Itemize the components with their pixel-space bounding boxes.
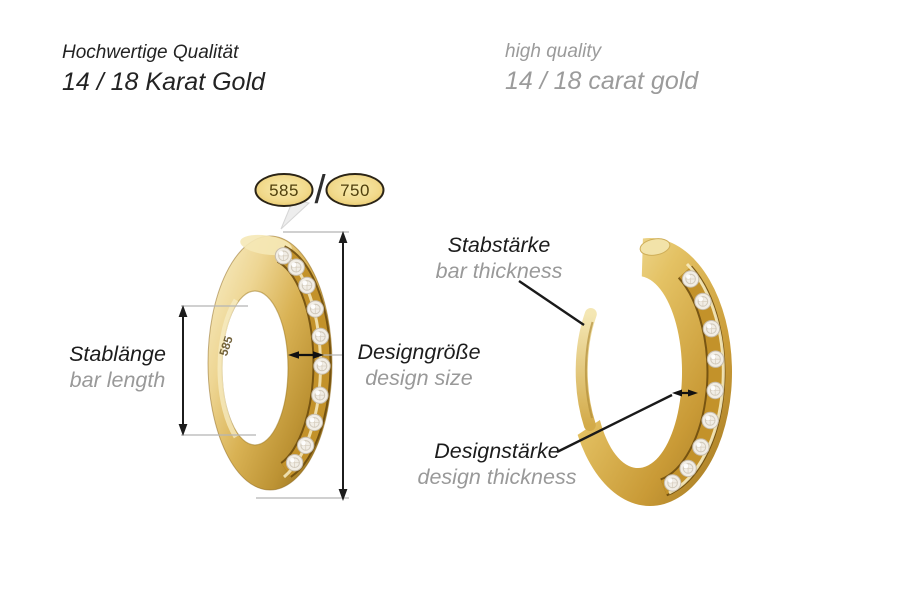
label-design-size-en: design size xyxy=(365,366,473,390)
band-thickness-arrow-right xyxy=(313,351,324,359)
left-earring-inner-edge xyxy=(221,290,289,446)
right-earring-bar-seam xyxy=(584,321,594,419)
band-thickness-annotation xyxy=(288,351,342,359)
design-size-dimension xyxy=(256,231,349,501)
right-earring-bar xyxy=(575,308,597,431)
heading-german: Hochwertige Qualität 14 / 18 Karat Gold xyxy=(62,42,265,97)
heading-english-quality: high quality xyxy=(505,41,602,62)
heading-english-karat: 14 / 18 carat gold xyxy=(505,67,699,95)
design-size-arrow-up xyxy=(338,231,348,243)
label-design-thickness-en: design thickness xyxy=(417,465,577,489)
purity-badge-585 xyxy=(254,173,314,207)
design-thickness-arrow-left xyxy=(672,389,682,397)
label-design-thickness-de: Designstärke xyxy=(434,439,560,463)
label-bar-thickness-de: Stabstärke xyxy=(447,233,551,257)
left-earring: 585 xyxy=(207,234,333,491)
bar-thickness-leader xyxy=(518,280,585,326)
bar-length-dimension xyxy=(178,305,256,436)
heading-german-karat: 14 / 18 Karat Gold xyxy=(62,68,265,96)
label-design-thickness: Designstärke design thickness xyxy=(412,438,582,490)
purity-badge-750-text: 750 xyxy=(340,181,370,200)
design-size-arrow-down xyxy=(338,489,348,501)
label-design-size: Designgröße design size xyxy=(350,339,488,391)
right-earring xyxy=(575,237,733,506)
label-bar-length-en: bar length xyxy=(69,368,166,392)
label-bar-length-de: Stablänge xyxy=(69,342,166,366)
right-earring-top-face xyxy=(639,238,671,256)
design-thickness-annotation xyxy=(556,389,698,454)
purity-badge-585-text: 585 xyxy=(269,181,299,200)
left-earring-inner-highlight xyxy=(217,298,239,439)
design-thickness-leader xyxy=(556,393,673,454)
heading-german-quality: Hochwertige Qualität xyxy=(62,42,239,63)
left-earring-outer-edge xyxy=(207,235,333,491)
right-earring-band xyxy=(577,237,733,506)
purity-badges: 585 / 750 xyxy=(254,168,385,212)
hallmark-stamp: 585 xyxy=(216,334,236,358)
bar-length-arrow-up xyxy=(178,305,188,317)
purity-badge-750 xyxy=(325,173,385,207)
heading-english: high quality 14 / 18 carat gold xyxy=(505,41,698,96)
label-bar-thickness: Stabstärke bar thickness xyxy=(433,232,565,284)
bar-length-arrow-down xyxy=(178,424,188,436)
band-thickness-arrow-left xyxy=(288,351,299,359)
label-design-size-de: Designgröße xyxy=(357,340,481,364)
label-bar-thickness-en: bar thickness xyxy=(435,259,563,283)
label-bar-length: Stablänge bar length xyxy=(45,341,190,393)
badge-separator-slash: / xyxy=(314,168,326,212)
design-thickness-arrow-right xyxy=(688,389,698,397)
